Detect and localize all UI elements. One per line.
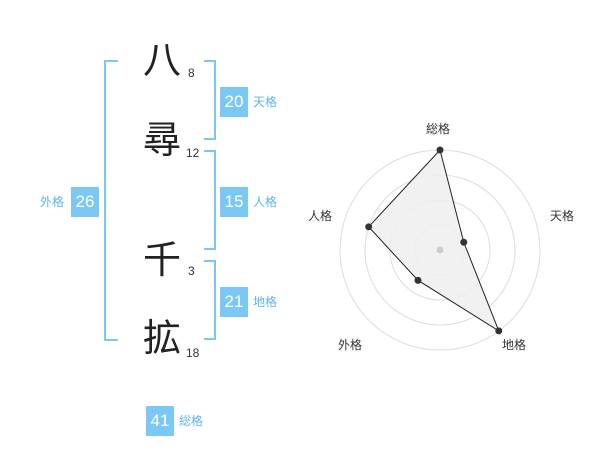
chikaku-label: 地格 xyxy=(253,295,278,309)
stroke-count-3: 3 xyxy=(188,264,195,278)
radar-point xyxy=(460,238,468,246)
radar-axis-label: 人格 xyxy=(308,209,333,223)
name-char-4: 拡 xyxy=(142,316,181,360)
radar-point xyxy=(365,223,373,231)
jinkaku-badge: 15 xyxy=(220,187,248,217)
name-char-3: 千 xyxy=(142,238,181,282)
radar-axis-label: 総格 xyxy=(426,122,451,136)
stroke-count-1: 8 xyxy=(188,66,195,80)
radar-point xyxy=(495,327,503,335)
soukaku-label: 総格 xyxy=(179,414,204,428)
gaikaku-bracket xyxy=(104,60,118,341)
radar-point xyxy=(414,276,422,284)
jinkaku-label: 人格 xyxy=(253,195,278,209)
chikaku-bracket xyxy=(204,260,216,340)
tenkaku-bracket xyxy=(204,60,216,140)
tenkaku-badge: 20 xyxy=(220,87,248,117)
radar-axis-label: 地格 xyxy=(502,338,527,352)
tenkaku-label: 天格 xyxy=(253,95,278,109)
stroke-count-4: 18 xyxy=(186,346,200,360)
name-char-1: 八 xyxy=(142,38,181,82)
chikaku-badge: 21 xyxy=(220,287,248,317)
radar-center xyxy=(436,246,444,254)
radar-area xyxy=(367,148,500,333)
radar-point xyxy=(436,146,444,154)
soukaku-badge: 41 xyxy=(146,406,174,436)
gaikaku-badge: 26 xyxy=(71,187,99,217)
radar-axis-label: 外格 xyxy=(338,338,363,352)
jinkaku-bracket xyxy=(204,150,216,250)
gaikaku-label: 外格 xyxy=(40,195,65,209)
radar-axis-label: 天格 xyxy=(550,209,575,223)
stroke-count-2: 12 xyxy=(186,146,200,160)
name-char-2: 尋 xyxy=(142,118,181,162)
